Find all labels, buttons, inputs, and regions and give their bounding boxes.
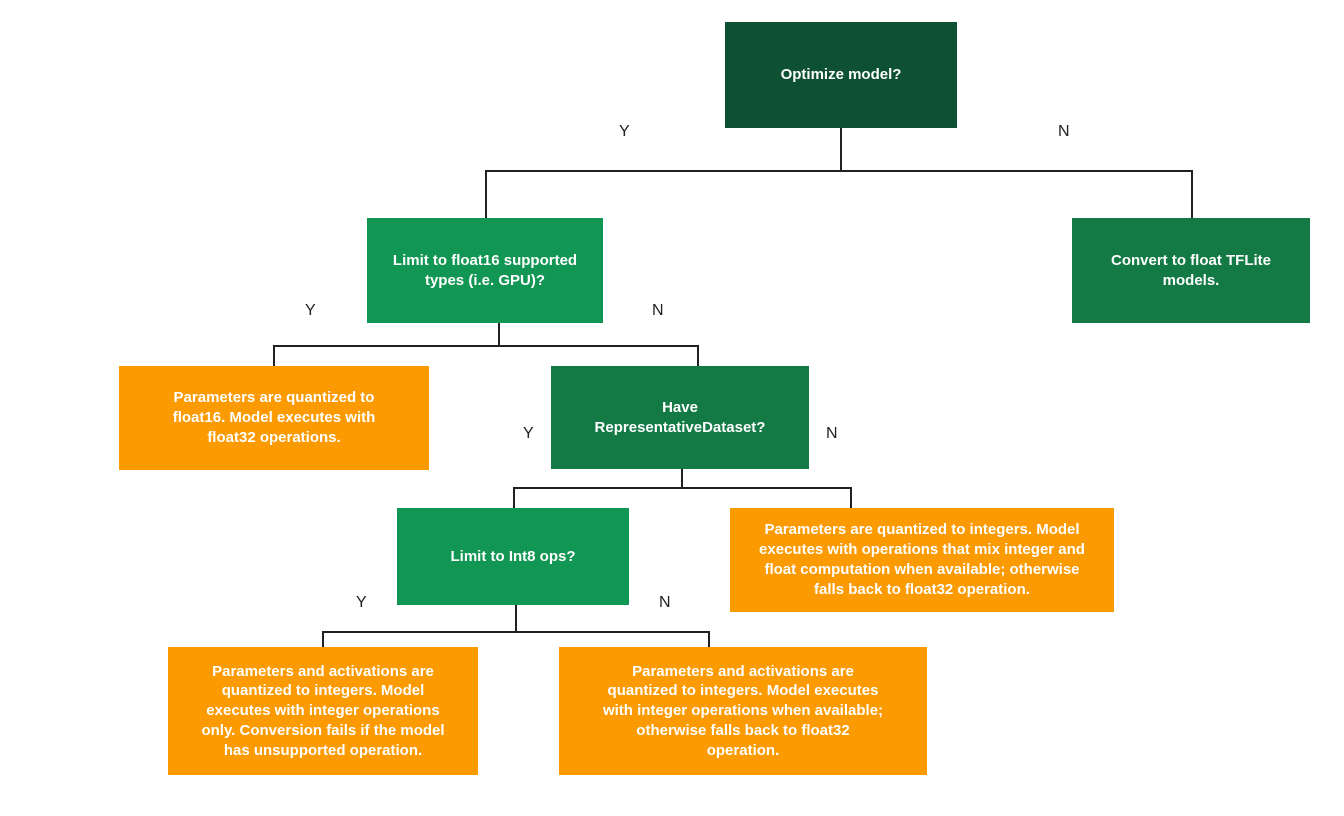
connector-dataset-stem [681, 469, 683, 488]
node-have-representative-dataset[interactable]: Have RepresentativeDataset? [551, 366, 809, 469]
node-label-int8-only-result: Parameters and activations are quantized… [201, 662, 445, 759]
connector-dataset-branch-n [850, 487, 852, 509]
connector-root-branch-n [1191, 170, 1193, 219]
node-label-convert-float-tflite: Convert to float TFLite models. [1111, 251, 1271, 289]
edge-label-int8-no: N [659, 594, 671, 611]
connector-int8-branch-y [322, 631, 324, 648]
edge-label-float16-no: N [652, 302, 664, 319]
edge-label-root-no: N [1058, 123, 1070, 140]
connector-int8-branch-n [708, 631, 710, 648]
connector-root-branch-y [485, 170, 487, 219]
node-label-have-representative-dataset: Have RepresentativeDataset? [594, 398, 766, 436]
connector-float16-bus [273, 345, 698, 347]
connector-int8-bus [322, 631, 709, 633]
edge-label-int8-yes: Y [356, 594, 367, 611]
node-label-optimize-model: Optimize model? [780, 66, 902, 84]
node-label-limit-int8-ops: Limit to Int8 ops? [450, 547, 576, 565]
connector-root-bus [485, 170, 1192, 172]
connector-float16-branch-n [697, 345, 699, 367]
connector-dataset-bus [513, 487, 851, 489]
connector-int8-stem [515, 605, 517, 632]
edge-label-dataset-no: N [826, 425, 838, 442]
node-int8-fallback-result[interactable]: Parameters and activations are quantized… [559, 647, 927, 775]
node-limit-float16[interactable]: Limit to float16 supported types (i.e. G… [367, 218, 603, 323]
edge-label-float16-yes: Y [305, 302, 316, 319]
connector-root-stem [840, 128, 842, 172]
node-optimize-model[interactable]: Optimize model? [725, 22, 957, 128]
edge-label-dataset-yes: Y [523, 425, 534, 442]
node-label-int8-fallback-result: Parameters and activations are quantized… [602, 662, 884, 759]
node-mixed-int-float-result[interactable]: Parameters are quantized to integers. Mo… [730, 508, 1114, 612]
node-label-float16-result: Parameters are quantized to float16. Mod… [172, 389, 376, 446]
node-float16-result[interactable]: Parameters are quantized to float16. Mod… [119, 366, 429, 470]
edge-label-root-yes: Y [619, 123, 630, 140]
node-label-limit-float16: Limit to float16 supported types (i.e. G… [392, 251, 578, 289]
node-limit-int8-ops[interactable]: Limit to Int8 ops? [397, 508, 629, 605]
connector-float16-branch-y [273, 345, 275, 367]
node-convert-float-tflite[interactable]: Convert to float TFLite models. [1072, 218, 1310, 323]
connector-dataset-branch-y [513, 487, 515, 509]
node-int8-only-result[interactable]: Parameters and activations are quantized… [168, 647, 478, 775]
node-label-mixed-int-float-result: Parameters are quantized to integers. Mo… [759, 521, 1085, 598]
connector-float16-stem [498, 323, 500, 346]
